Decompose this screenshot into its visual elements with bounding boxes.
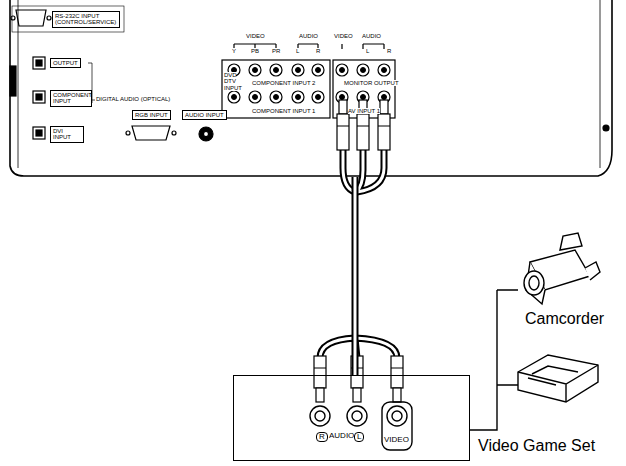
port-label: COMPONENT INPUT	[50, 90, 92, 107]
device-label: Camcorder	[525, 310, 604, 328]
av-cable	[355, 177, 356, 375]
port-label: AUDIO	[299, 33, 318, 39]
port-label: OUTPUT	[50, 58, 81, 68]
port-label: COMPONENT INPUT 2	[252, 80, 315, 86]
port-label: L	[366, 48, 369, 54]
port-label: L	[354, 432, 364, 442]
port-label: DIGITAL AUDIO (OPTICAL)	[96, 96, 170, 102]
port-label: DVD DTV INPUT	[224, 72, 236, 91]
input-device-box: RAUDIOL VIDEO	[233, 375, 470, 461]
port-label: AUDIO	[362, 33, 381, 39]
tv-rear-panel: RS-232C INPUT (CONTROL/SERVICE) OUTPUT COM…	[0, 0, 626, 178]
port-label: PB	[251, 48, 259, 54]
port-label: AV INPUT 1	[348, 108, 380, 114]
port-label: RGB INPUT	[132, 110, 171, 120]
port-label: MONITOR OUTPUT	[344, 80, 399, 86]
port-label: AUDIO	[329, 432, 354, 440]
port-label: R	[387, 48, 391, 54]
port-label: RS-232C INPUT (CONTROL/SERVICE)	[52, 11, 120, 28]
port-label: R	[316, 48, 320, 54]
port-label: R	[316, 432, 328, 442]
port-label: VIDEO	[384, 436, 409, 444]
port-label: Y	[232, 48, 236, 54]
port-label: AUDIO INPUT	[182, 110, 227, 120]
port-label: PR	[272, 48, 280, 54]
port-label: VIDEO	[334, 33, 353, 39]
port-label: DVI INPUT	[50, 126, 84, 143]
port-label: VIDEO	[246, 33, 265, 39]
port-label: COMPONENT INPUT 1	[252, 108, 315, 114]
device-label: Video Game Set	[478, 437, 595, 455]
port-label: L	[296, 48, 299, 54]
